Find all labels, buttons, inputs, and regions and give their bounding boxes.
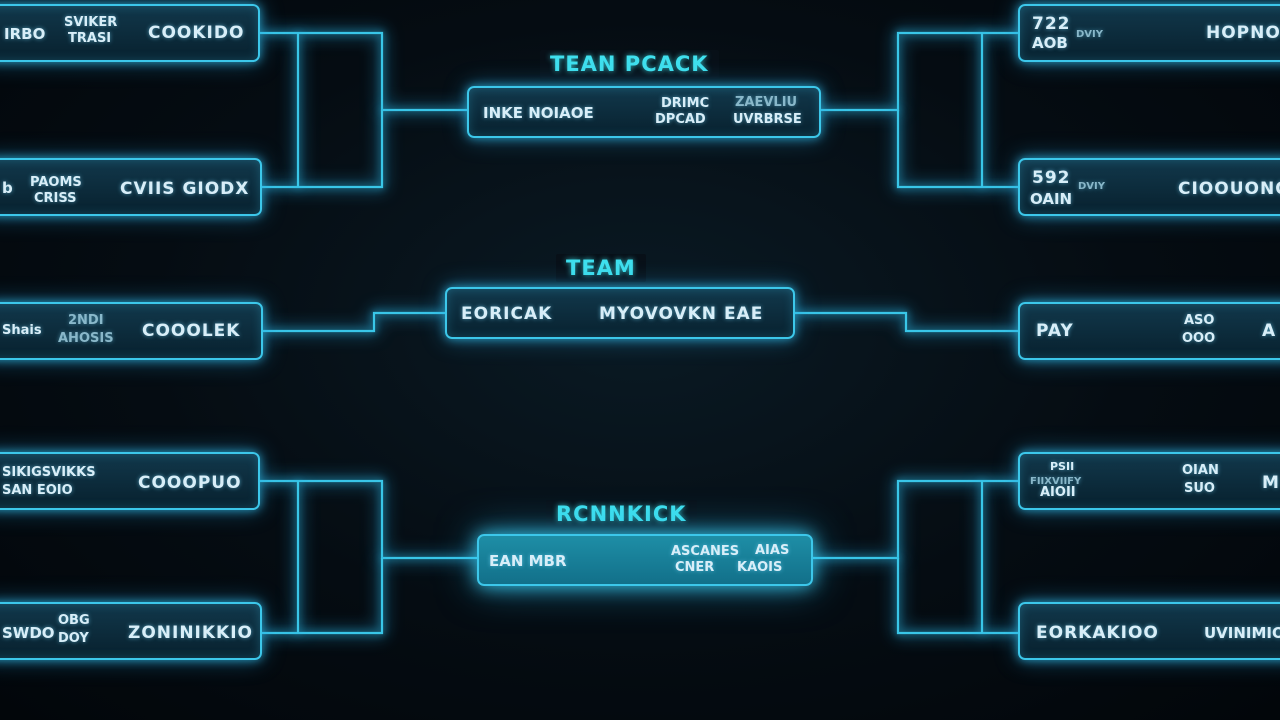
bracket-slot-right-5[interactable]: EORKAKIOO UVINIMIO	[1018, 602, 1280, 660]
slot-tag-top: AIAS	[755, 543, 790, 558]
team-name: A	[1262, 321, 1277, 341]
slot-tag-bottom: OOO	[1182, 331, 1216, 346]
team-name: EORKAKIOO	[1036, 623, 1159, 643]
team-name: COOOPUO	[138, 473, 242, 493]
team-name: EAN MBR	[489, 552, 567, 570]
team-name: M	[1262, 473, 1280, 493]
team-name: CIOOUONO	[1178, 179, 1280, 199]
slot-tag-bottom: UVRBRSE	[733, 112, 802, 127]
slot-tag-bottom: SAN EOIO	[2, 483, 73, 498]
slot-number-top: 592	[1032, 168, 1071, 188]
slot-tag-bottom: TRASI	[68, 31, 112, 46]
team-name: INKE NOIAOE	[483, 104, 594, 122]
round-label-top: TEAN PCACK	[540, 50, 719, 78]
slot-tag-bottom: CRISS	[34, 191, 77, 206]
team-name: ZONINIKKIO	[128, 623, 254, 643]
bracket-slot-center-2[interactable]: EORICAK MYOVOVKN EAE	[445, 287, 795, 339]
slot-tag-top: DRIMC	[661, 96, 710, 111]
slot-tag-top: ASCANES	[671, 544, 740, 559]
slot-tag-top: SIKIGSVIKKS	[2, 465, 96, 480]
slot-tag-top: PAOMS	[30, 175, 82, 190]
team-name: COOOLEK	[142, 321, 241, 341]
slot-tag-bottom: SUO	[1184, 481, 1215, 496]
slot-tag-top: ZAEVLIU	[735, 95, 798, 110]
team-name: EORICAK	[461, 304, 553, 324]
slot-tag-bottom: CNER	[675, 560, 715, 575]
slot-tag-top: SVIKER	[64, 15, 118, 30]
slot-number-top: 722	[1032, 14, 1071, 34]
slot-tag-top: OIAN	[1182, 463, 1219, 478]
slot-prefix: SWDO	[2, 624, 55, 642]
slot-tag-top: ASO	[1184, 313, 1215, 328]
bracket-slot-left-4[interactable]: SIKIGSVIKKS SAN EOIO COOOPUO	[0, 452, 260, 510]
slot-number-bottom: AOB	[1032, 34, 1068, 52]
slot-tag: DVIY	[1076, 29, 1104, 40]
bracket-slot-right-3[interactable]: PAY ASO OOO A	[1018, 302, 1280, 360]
team-name: MYOVOVKN EAE	[599, 304, 764, 324]
slot-number-top: PSII	[1050, 460, 1075, 473]
slot-prefix: b	[2, 179, 13, 197]
slot-tag-bottom: KAOIS	[737, 560, 783, 575]
team-name: HOPNORR	[1206, 23, 1280, 43]
bracket-slot-left-5[interactable]: SWDO OBG DOY ZONINIKKIO	[0, 602, 262, 660]
bracket-slot-center-1[interactable]: INKE NOIAOE DRIMC DPCAD ZAEVLIU UVRBRSE	[467, 86, 821, 138]
bracket-slot-center-3[interactable]: EAN MBR ASCANES CNER AIAS KAOIS	[477, 534, 813, 586]
round-label-middle: TEAM	[556, 254, 646, 282]
slot-tag: FIIXVIIFY	[1030, 476, 1082, 487]
bracket-slot-left-1[interactable]: IRBO SVIKER TRASI COOKIDO	[0, 4, 260, 62]
slot-prefix: Shais	[2, 323, 42, 338]
slot-tag-bottom: DPCAD	[655, 112, 706, 127]
team-name: CVIIS GIODX	[120, 179, 250, 199]
slot-tag: DVIY	[1078, 181, 1106, 192]
slot-tag-bottom: AHOSIS	[58, 331, 114, 346]
bracket-slot-left-2[interactable]: b PAOMS CRISS CVIIS GIODX	[0, 158, 262, 216]
slot-number-top: PAY	[1036, 321, 1074, 341]
slot-number-bottom: OAIN	[1030, 190, 1073, 208]
slot-number-bottom: AIOII	[1040, 485, 1076, 500]
bracket-slot-right-4[interactable]: PSII FIIXVIIFY AIOII OIAN SUO M	[1018, 452, 1280, 510]
team-name: COOKIDO	[148, 23, 245, 43]
slot-tag-top: 2NDI	[68, 313, 104, 328]
slot-tag-top: OBG	[58, 613, 90, 628]
bracket-slot-right-2[interactable]: 592 OAIN DVIY CIOOUONO	[1018, 158, 1280, 216]
team-name: UVINIMIO	[1204, 624, 1280, 642]
slot-prefix: IRBO	[4, 25, 46, 43]
bracket-slot-right-1[interactable]: 722 AOB DVIY HOPNORR	[1018, 4, 1280, 62]
bracket-slot-left-3[interactable]: Shais 2NDI AHOSIS COOOLEK	[0, 302, 263, 360]
round-label-bottom: RCNNKICK	[546, 500, 697, 528]
slot-tag-bottom: DOY	[58, 631, 89, 646]
